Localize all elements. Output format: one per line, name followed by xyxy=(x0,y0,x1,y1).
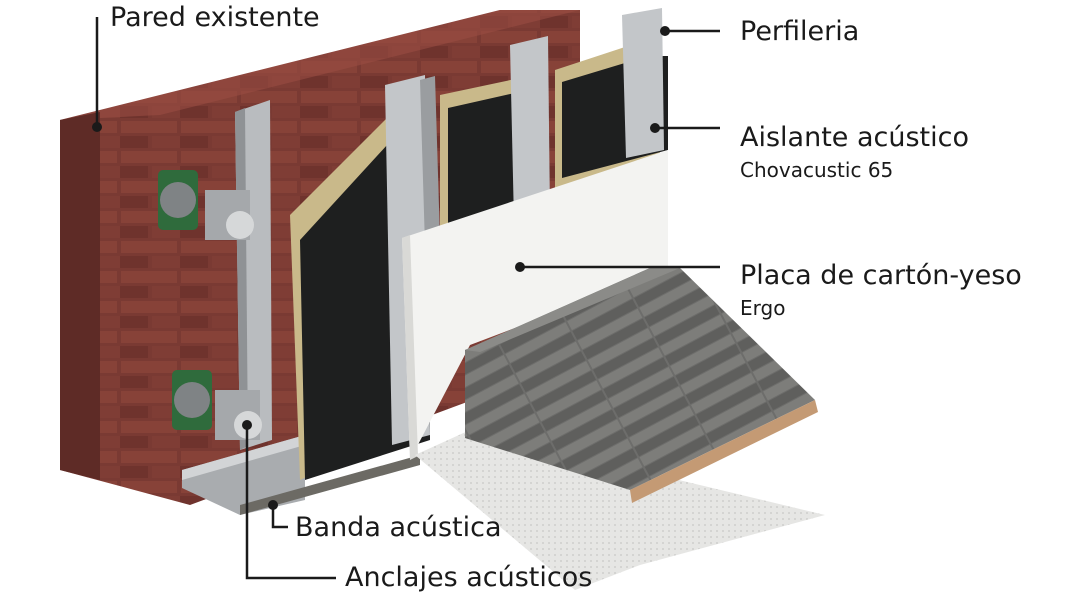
callout-placa-carton-yeso: Placa de cartón-yeso xyxy=(740,260,1022,291)
callout-perfileria: Perfileria xyxy=(740,16,860,47)
callout-leader-lines xyxy=(95,17,720,580)
acoustic-band-strip xyxy=(240,455,420,515)
callout-aislante-product: Chovacustic 65 xyxy=(740,158,894,182)
callout-banda-acustica: Banda acústica xyxy=(295,512,502,543)
dot-anclajes xyxy=(242,420,252,430)
anchor-upper xyxy=(158,170,254,240)
anchor-lower xyxy=(172,370,262,440)
leader-anclajes xyxy=(245,425,336,580)
callout-pared-existente: Pared existente xyxy=(110,2,320,33)
dot-placa xyxy=(515,262,525,272)
floor-assembly xyxy=(415,268,825,590)
steel-studs xyxy=(235,8,664,450)
bottom-track-profile xyxy=(182,435,305,515)
dot-aislante xyxy=(650,123,660,133)
dot-banda xyxy=(268,500,278,510)
callout-placa-product: Ergo xyxy=(740,296,786,320)
dot-pared xyxy=(92,122,102,132)
callout-anclajes-acusticos: Anclajes acústicos xyxy=(345,562,593,593)
leader-banda xyxy=(271,505,288,529)
callout-aislante-acustico: Aislante acústico xyxy=(740,122,969,153)
dot-perfileria xyxy=(660,26,670,36)
plasterboard-panel xyxy=(402,150,668,460)
acoustic-anchors xyxy=(158,170,262,440)
